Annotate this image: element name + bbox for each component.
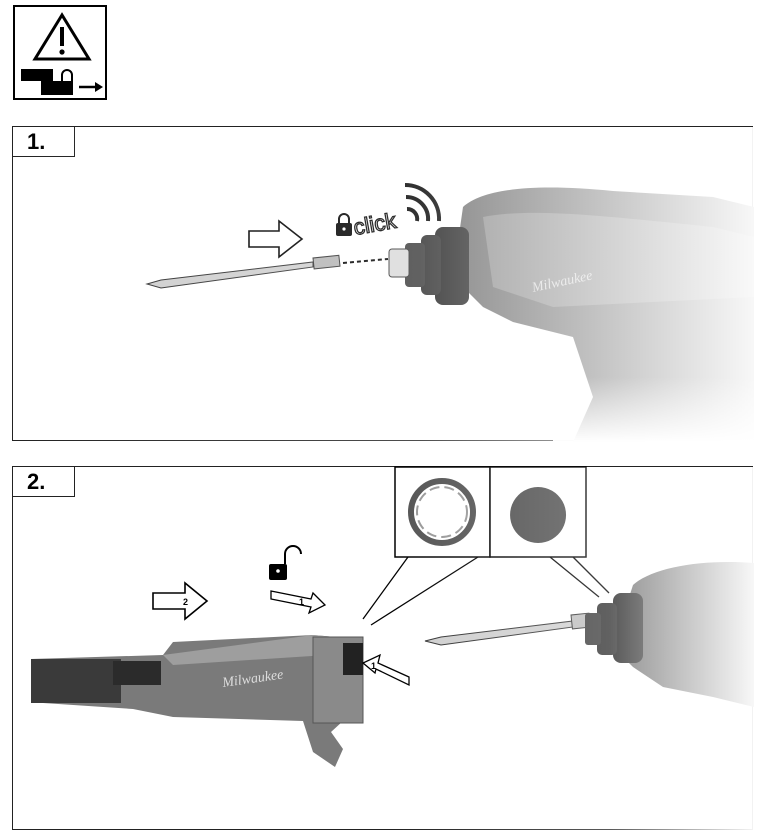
push-arrow-icon: 2	[152, 581, 209, 621]
step-2-panel: 2. 2	[12, 466, 754, 831]
step-1-panel: 1. click	[12, 126, 754, 442]
warning-box	[13, 5, 107, 100]
warning-triangle-icon	[32, 12, 92, 61]
drill-tool	[393, 467, 754, 831]
svg-text:1: 1	[371, 661, 376, 671]
screw-attachment: Milwaukee	[31, 635, 364, 767]
svg-text:2: 2	[183, 597, 188, 607]
battery-remove-icon	[21, 69, 103, 95]
lock-open-icon	[269, 545, 302, 580]
step-1-illustration: click Milwaukee	[13, 127, 754, 442]
drill-tool: Milwaukee	[13, 127, 754, 442]
svg-text:1: 1	[299, 597, 304, 607]
step-2-label: 2.	[13, 467, 75, 497]
slide-arrow-icon: 1	[270, 590, 327, 615]
step-2-illustration: 2 1 Milwaukee 1	[31, 466, 754, 831]
warning-graphic	[21, 12, 103, 95]
